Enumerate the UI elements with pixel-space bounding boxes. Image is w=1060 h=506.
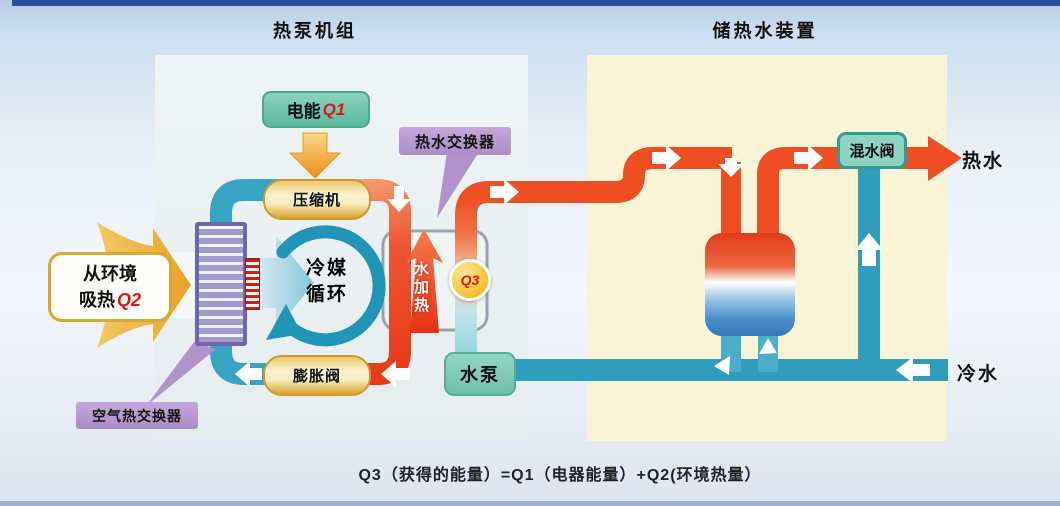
- flow-arrow-up: [759, 338, 777, 354]
- q2-symbol: Q2: [116, 290, 141, 310]
- q1-symbol: Q1: [322, 99, 346, 119]
- heating-coil-icon: [245, 258, 260, 310]
- expansion-valve-label: 膨胀阀: [263, 355, 371, 396]
- air-heat-exchanger-label: 空气热交换器: [76, 402, 198, 429]
- flow-arrow-left: [381, 361, 410, 387]
- water-heating-text: 水加热: [412, 261, 429, 315]
- refrigerant-cycle-line2: 循环: [305, 284, 348, 305]
- hot-water-storage-title: 储热水装置: [712, 21, 818, 41]
- air-heat-exchanger-label-tail: [146, 342, 216, 406]
- electric-energy-label: 电能: [286, 102, 321, 121]
- flow-arrow-left: [896, 357, 930, 383]
- flow-arrow-left: [714, 356, 730, 375]
- water-heating-pipe: [455, 181, 502, 358]
- flow-arrow-left: [235, 361, 262, 387]
- flow-arrows: [235, 145, 930, 387]
- hot-water-exchanger-label-tail: [437, 152, 479, 218]
- storage-tank: [705, 233, 795, 336]
- flow-arrow-right: [652, 145, 681, 171]
- electric-energy-box: 电能 Q1: [262, 91, 370, 128]
- bottom-border-bar: [0, 501, 1060, 506]
- flow-arrow-up: [855, 233, 883, 266]
- heat-pump-unit-title: 热泵机组: [273, 21, 357, 41]
- heat-transfer-arrow: [252, 236, 314, 330]
- refrigerant-cycle-line1: 冷媒: [305, 258, 348, 279]
- flow-arrow-down: [718, 158, 744, 177]
- electric-energy-down-arrow: [288, 132, 342, 179]
- energy-formula: Q3（获得的能量）=Q1（电器能量）+Q2(环境热量）: [358, 467, 762, 484]
- hot-water-exchanger-label: 热水交换器: [399, 127, 511, 155]
- water-heating-flame-arrow: [406, 229, 443, 333]
- mixing-valve-label: 混水阀: [837, 132, 907, 169]
- flow-arrow-right: [794, 145, 823, 171]
- refrigerant-pipe-cold-top: [210, 179, 313, 271]
- hot-water-pipe-to-tank: [498, 147, 732, 203]
- env-heat-line2-text: 吸热: [78, 290, 115, 310]
- refrigerant-cycle-arrowhead: [266, 304, 302, 340]
- hot-water-pipe-to-valve: [757, 147, 930, 252]
- refrigerant-cycle-text: 冷媒 循环: [290, 256, 364, 308]
- hot-water-arrowhead: [928, 136, 962, 181]
- q3-badge: Q3: [449, 259, 491, 301]
- env-heat-line1: 从环境: [83, 264, 137, 284]
- hot-water-text: 热水: [962, 151, 1005, 172]
- compressor-label: 压缩机: [263, 179, 371, 220]
- radiator: [195, 222, 247, 346]
- flow-arrow-right: [490, 179, 519, 205]
- water-pump-label: 水泵: [444, 352, 516, 396]
- top-border-bar: [12, 0, 1060, 6]
- cold-water-text: 冷水: [957, 364, 1000, 385]
- refrigerant-cycle-arrow: [276, 225, 386, 347]
- flow-arrow-down: [387, 186, 411, 212]
